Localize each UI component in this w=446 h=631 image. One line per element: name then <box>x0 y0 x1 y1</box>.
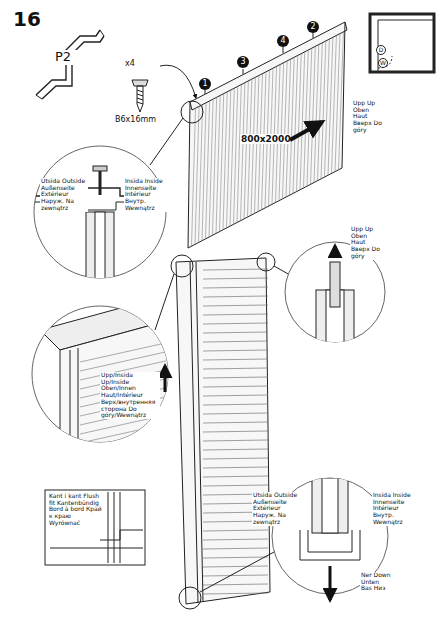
direction-label: Upp/Insida Up/Inside Oben/Innen Haut/Int… <box>100 372 160 419</box>
panel-slat <box>80 342 170 362</box>
direction-label: Ner Down Unten Bas Низ <box>360 572 392 592</box>
panel-slat <box>203 458 268 459</box>
panel-slat <box>203 467 268 468</box>
callout-number: 4 <box>277 35 289 47</box>
panel-slat <box>203 287 268 288</box>
panel-flute <box>195 106 199 244</box>
panel-slat <box>80 432 170 452</box>
panel-slat <box>203 305 268 306</box>
panel-slat <box>203 332 268 333</box>
panel-flute <box>206 101 210 239</box>
flush-fit-box <box>45 490 145 565</box>
panel-flute <box>223 92 227 230</box>
panel-flute <box>199 105 203 243</box>
panel-flute <box>227 90 231 228</box>
panel-slat <box>203 404 268 405</box>
panel-slat <box>80 423 170 443</box>
part-name: P2 <box>54 50 78 65</box>
callout-number: 3 <box>237 56 249 68</box>
position-mark: D <box>376 45 386 55</box>
side-label: Utsida Outside Außenseite Extérieur Нару… <box>252 492 300 526</box>
dimension: 800x2000 <box>240 134 290 144</box>
panel-slat <box>203 548 268 549</box>
panel-slat <box>203 530 268 531</box>
flush-fit-label: Kant i kant Flush fit Kantenbündig Bord … <box>48 493 104 527</box>
panel-slat <box>203 269 268 270</box>
panel-slat <box>203 413 268 414</box>
panel-slat <box>203 557 268 558</box>
panel-flute <box>192 108 196 246</box>
callout-number: 1 <box>199 78 211 90</box>
panel-flute <box>241 83 245 221</box>
detail-top-fixing <box>30 118 183 282</box>
panel-flute <box>216 95 220 233</box>
step-number: 16 <box>12 8 42 30</box>
panel-slat <box>203 485 268 486</box>
panel-slat <box>203 539 268 540</box>
panel-flute <box>213 97 217 235</box>
panel-slat <box>203 566 268 567</box>
panel-slat <box>203 377 268 378</box>
panel-slat <box>203 278 268 279</box>
quantity: x4 <box>124 60 144 69</box>
panel-flute <box>255 75 259 213</box>
panel-slat <box>203 359 268 360</box>
panel-slat <box>80 351 170 371</box>
direction-label: Upp Up Oben Haut Вверх Do góry <box>352 100 386 134</box>
panel-flute <box>251 77 255 215</box>
panel-slat <box>203 314 268 315</box>
panel-slat <box>203 449 268 450</box>
panel-slat <box>203 431 268 432</box>
callout-number: 2 <box>307 21 319 33</box>
panel-slat <box>203 350 268 351</box>
panel-slat <box>203 476 268 477</box>
panel-flute <box>234 86 238 224</box>
panel-slat <box>203 323 268 324</box>
panel-slat <box>80 441 170 461</box>
detail-panel-edge <box>32 274 174 461</box>
panel-slat <box>203 341 268 342</box>
panel-flute <box>220 94 224 232</box>
side-label: Insida Inside Innenseite Intérieur Внутр… <box>372 492 422 526</box>
panel-slat <box>203 386 268 387</box>
panel-flute <box>209 99 213 237</box>
panel-flute <box>244 81 248 219</box>
direction-label: Upp Up Oben Haut Вверх Do góry <box>350 226 384 260</box>
profile-p2 <box>36 30 104 99</box>
screw <box>132 65 196 112</box>
panel-slat <box>203 593 268 594</box>
panel-slat <box>203 395 268 396</box>
panel-slat <box>203 296 268 297</box>
panel-flute <box>237 85 241 223</box>
panel-800x2000 <box>181 22 347 248</box>
panel-side-view <box>171 253 275 609</box>
panel-slat <box>203 422 268 423</box>
panel-flute <box>248 79 252 217</box>
screw-size: B6x16mm <box>114 116 166 125</box>
side-label: Utsida Outside Außenseite Extérieur Нару… <box>40 178 88 212</box>
panel-slat <box>203 575 268 576</box>
panel-slat <box>203 440 268 441</box>
panel-slat <box>203 368 268 369</box>
panel-flute <box>230 88 234 226</box>
panel-flute <box>339 32 344 170</box>
panel-flute <box>202 103 206 241</box>
room-plan-inset <box>370 14 434 72</box>
position-mark: W <box>378 58 388 68</box>
side-label: Insida Inside Innenseite Intérieur Внутр… <box>124 178 170 212</box>
